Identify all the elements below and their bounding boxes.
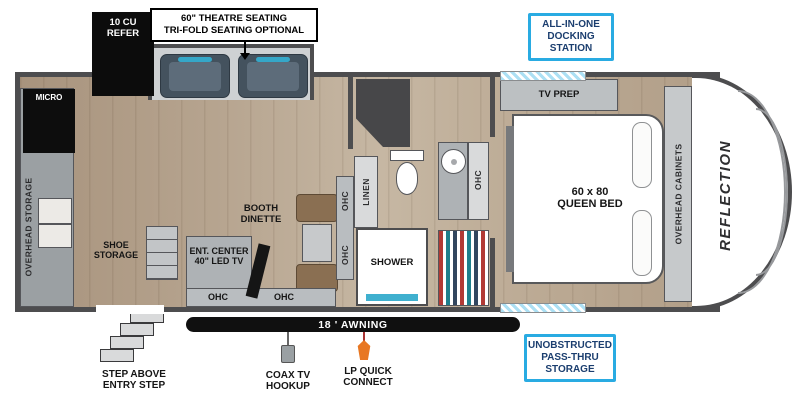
dinette-side-cabinet	[336, 176, 354, 280]
sink-drain	[451, 159, 457, 165]
bedroom-overhead-cabinets	[664, 86, 692, 302]
refrigerator: 10 CU REFER	[92, 12, 154, 96]
theatre-seating-label: 60" THEATRE SEATING TRI-FOLD SEATING OPT…	[150, 8, 318, 42]
entry-step-2	[120, 323, 154, 336]
shower-label: SHOWER	[370, 256, 414, 268]
shower	[356, 228, 428, 306]
tv-prep-dresser	[500, 79, 618, 111]
theatre-seat-right	[238, 54, 308, 98]
sink-divider	[39, 223, 71, 225]
shoe-storage-unit	[146, 226, 178, 280]
theatre-label-arrow-head	[240, 53, 250, 60]
seat-cushion	[169, 62, 221, 91]
queen-bed-label: 60 x 80 QUEEN BED	[557, 185, 623, 210]
coax-label: COAX TV HOOKUP	[265, 369, 311, 392]
lp-connect-icon	[357, 340, 371, 360]
lp-label: LP QUICK CONNECT	[343, 365, 393, 388]
coax-connector-icon	[281, 345, 295, 363]
clothes-wardrobe	[438, 230, 489, 306]
bedroom-wall-top	[490, 77, 495, 137]
ohc-label-side-top: OHC	[340, 190, 350, 212]
coax-stem	[287, 330, 289, 346]
front-cap-curve-2	[756, 108, 788, 276]
microwave-label: MICRO	[35, 92, 63, 102]
bedroom-window-top	[500, 71, 586, 81]
microwave-range	[23, 89, 75, 153]
bedroom-wall-bottom	[490, 238, 495, 307]
bath-overhead-cabinet	[468, 142, 489, 220]
shower-accent	[366, 294, 418, 301]
booth-bench-top	[296, 194, 338, 222]
ohc-label-bottom-left: OHC	[208, 292, 228, 303]
dinette-overhead-cabinet-bottom	[186, 288, 336, 307]
shoe-storage-label: SHOE STORAGE	[93, 239, 139, 260]
booth-table	[302, 224, 332, 262]
docking-station-callout: ALL-IN-ONE DOCKING STATION	[528, 13, 614, 61]
bathroom-wall-left	[348, 77, 353, 149]
bed-footboard	[506, 126, 514, 272]
linen-cabinet	[354, 156, 378, 228]
ohc-label-bath: OHC	[473, 169, 484, 191]
kitchen-sink	[38, 198, 72, 248]
lp-stem	[363, 326, 365, 342]
overhead-cabinets-label: OVERHEAD CABINETS	[673, 143, 684, 245]
entertainment-center	[186, 236, 252, 298]
bath-sink	[441, 149, 466, 174]
pillow-bottom	[632, 210, 652, 276]
theatre-slideout	[148, 44, 314, 100]
pass-thru-storage-callout: UNOBSTRUCTED PASS-THRU STORAGE	[524, 334, 616, 382]
awning-bar: 18 ' AWNING	[186, 317, 520, 332]
entry-step-label: STEP ABOVE ENTRY STEP	[102, 368, 166, 391]
brand-text: REFLECTION	[716, 139, 734, 251]
seat-headrest	[178, 57, 212, 62]
tv-prep-label: TV PREP	[538, 88, 580, 100]
theatre-seat-left	[160, 54, 230, 98]
bedroom-window-bottom	[500, 303, 586, 313]
ohc-label-bottom-right: OHC	[274, 292, 294, 303]
booth-dinette-label: BOOTH DINETTE	[240, 203, 282, 225]
entry-step-3	[110, 336, 144, 349]
overhead-storage-label: OVERHEAD STORAGE	[23, 177, 33, 277]
linen-label: LINEN	[361, 178, 371, 206]
pillow-top	[632, 122, 652, 188]
entry-door-opening	[96, 305, 164, 314]
toilet-tank	[390, 150, 424, 161]
seat-cushion	[247, 62, 299, 91]
ent-center-label: ENT. CENTER 40" LED TV	[189, 245, 249, 266]
entry-step-4	[100, 349, 134, 362]
toilet-bowl	[396, 162, 418, 195]
theatre-label-arrow-line	[244, 40, 246, 54]
seat-headrest	[256, 57, 290, 62]
ohc-label-side-bottom: OHC	[340, 244, 350, 266]
